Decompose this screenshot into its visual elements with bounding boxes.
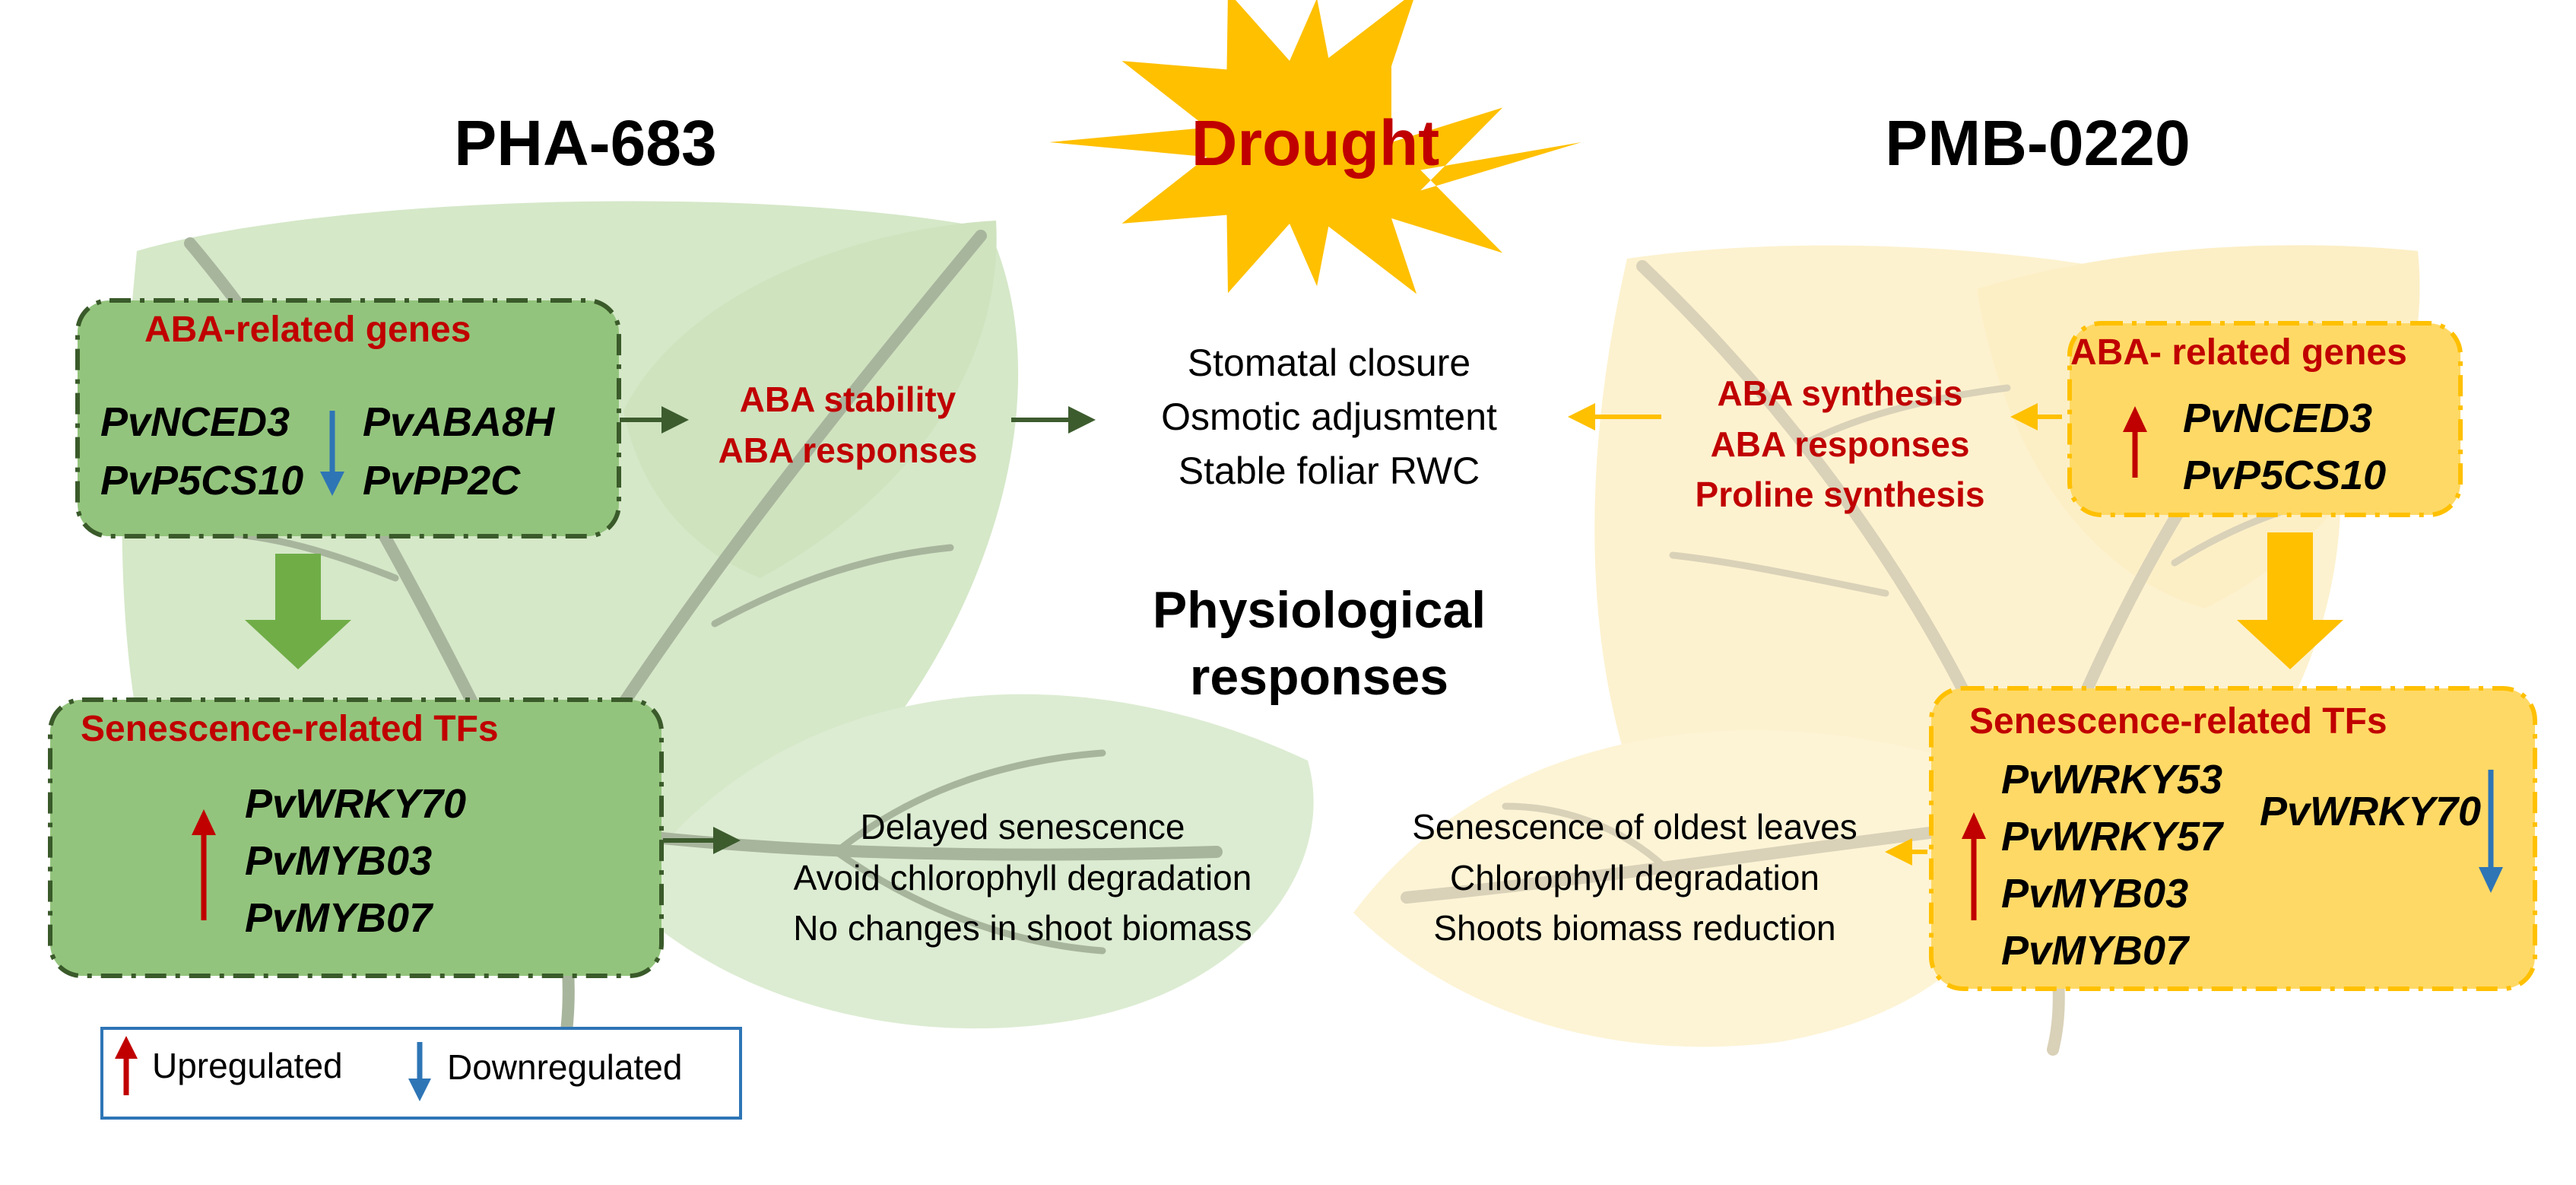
gene-label: PvMYB07 [245,895,433,941]
effect-line: ABA responses [1710,424,1970,464]
up-arrow-icon [192,809,216,920]
right-aba-effects: ABA synthesis ABA responses Proline synt… [1696,368,1985,520]
effect-line: Stomatal closure [1187,342,1471,384]
left-tf-box-heading: Senescence-related TFs [81,709,499,749]
right-aba-box-heading: ABA- related genes [2070,332,2407,373]
physiological-effects-list: Stomatal closure Osmotic adjusmtent Stab… [1161,336,1497,498]
left-aba-box-heading: ABA-related genes [144,310,471,350]
outcome-line: Delayed senescence [860,807,1185,847]
outcome-line: Avoid chlorophyll degradation [793,857,1252,897]
gene-label: PvMYB03 [2001,871,2189,917]
outcome-line: No changes in shoot biomass [793,908,1252,948]
green-leaf-right [623,694,1314,1029]
effect-line: Osmotic adjusmtent [1161,396,1497,438]
gene-label: PvABA8H [363,399,555,445]
legend-up-arrow-icon [115,1036,138,1095]
effect-line: ABA synthesis [1717,373,1963,413]
drought-sun-icon [1049,0,1581,294]
outcome-line: Shoots biomass reduction [1433,908,1836,948]
effect-line: ABA stability [739,380,956,419]
left-cultivar-title: PHA-683 [454,107,717,179]
gene-label: PvP5CS10 [100,458,304,504]
label-line: responses [1189,648,1449,707]
left-aba-effects: ABA stability ABA responses [719,374,978,475]
gene-label: PvPP2C [363,458,521,504]
gene-label: PvP5CS10 [2183,453,2387,498]
gene-label: PvWRKY70 [2260,789,2482,834]
gene-label: PvWRKY53 [2001,757,2223,802]
effect-line: Proline synthesis [1695,475,1985,515]
gene-label: PvMYB07 [2001,928,2189,974]
left-aba-genes-box [75,298,621,538]
up-arrow-icon [2123,406,2147,478]
legend-up-label: Upregulated [152,1046,343,1085]
gene-label: PvMYB03 [245,838,433,884]
outcome-line: Chlorophyll degradation [1450,857,1819,897]
physiological-responses-label: Physiological responses [1153,577,1486,711]
right-senescence-outcomes: Senescence of oldest leaves Chlorophyll … [1412,802,1857,954]
right-tf-box-heading: Senescence-related TFs [1969,701,2387,742]
gene-label: PvWRKY57 [2001,814,2223,859]
left-senescence-outcomes: Delayed senescence Avoid chlorophyll deg… [793,802,1252,954]
gene-label: PvNCED3 [100,399,290,445]
left-block-arrow-down [245,554,351,669]
up-arrow-icon [1962,812,1986,920]
down-arrow-icon [2479,770,2503,893]
effect-line: ABA responses [718,430,978,470]
legend-down-label: Downregulated [447,1047,683,1087]
down-arrow-icon [320,411,344,496]
right-cultivar-title: PMB-0220 [1885,107,2191,179]
label-line: Physiological [1152,581,1486,639]
right-senescence-tfs-box [1929,686,2537,991]
gene-label: PvWRKY70 [245,781,467,827]
green-leaf-back [623,221,997,578]
right-block-arrow-down [2237,532,2343,669]
outcome-line: Senescence of oldest leaves [1412,807,1857,847]
effect-line: Stable foliar RWC [1178,450,1480,492]
legend-down-arrow-icon [408,1042,431,1101]
gene-label: PvNCED3 [2183,396,2373,441]
drought-label: Drought [1191,107,1440,179]
right-aba-genes-box [2067,321,2463,517]
